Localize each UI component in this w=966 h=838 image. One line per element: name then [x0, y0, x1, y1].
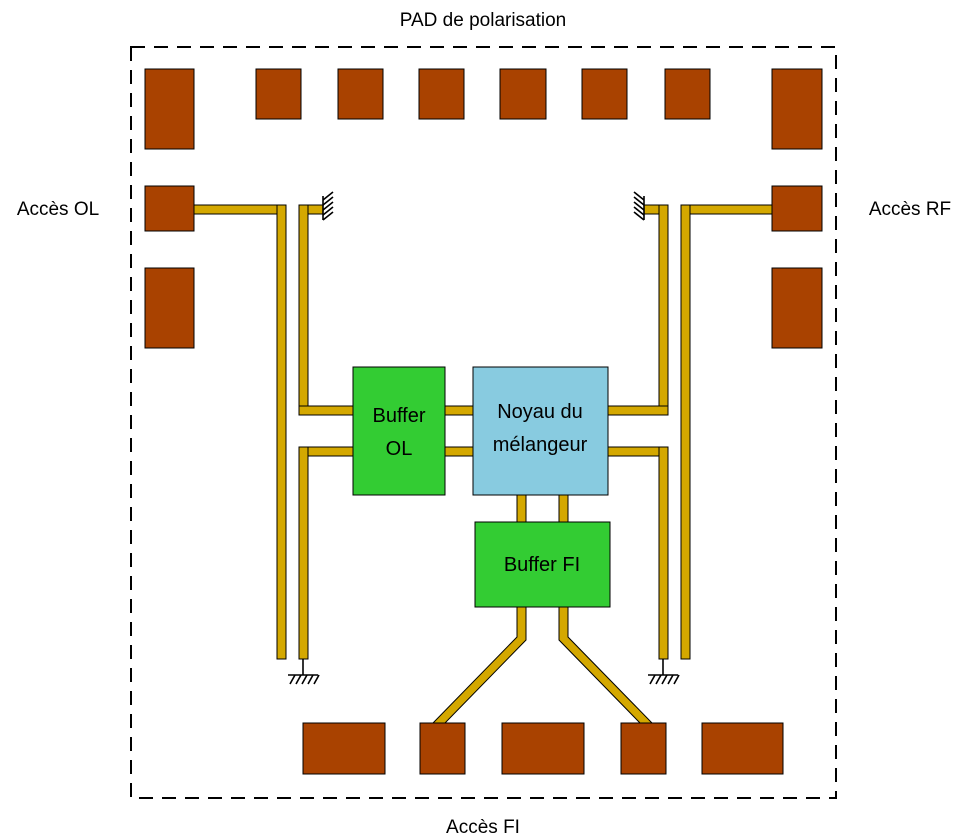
rf-line-vertical [680, 204, 691, 660]
transmission-lines [193, 204, 773, 724]
ground-icon [288, 659, 320, 685]
pad-fi-access-right [620, 722, 667, 775]
buffer-ol-line1: Buffer [373, 405, 426, 427]
mixer-core-block: Noyau du mélangeur [472, 366, 609, 496]
pad-top-1 [255, 68, 302, 120]
label-ol-access: Accès OL [17, 199, 99, 220]
core-to-fi-left [516, 494, 527, 523]
fi-line-left [431, 606, 527, 724]
pad-top-right-corner [771, 68, 823, 150]
pad-rf-access [771, 185, 823, 232]
ol-stub-to-buffer [298, 405, 354, 416]
ground-icon [633, 191, 645, 221]
pad-bottom-5 [701, 722, 784, 775]
pad-bottom-3 [501, 722, 585, 775]
ground-symbols [288, 191, 680, 685]
buffer-fi-block: Buffer FI [474, 521, 611, 608]
fi-line-right [558, 606, 654, 724]
buffer-ol-block: Buffer OL [352, 366, 446, 496]
rf-stub-vertical [658, 204, 669, 416]
ground-icon [648, 659, 680, 685]
label-bias-pads: PAD de polarisation [400, 10, 567, 31]
core-to-fi-right [558, 494, 569, 523]
ol-line-vertical [276, 204, 287, 660]
pad-top-2 [337, 68, 384, 120]
ground-icon [322, 191, 334, 221]
buffer-ol-line2: OL [386, 438, 413, 460]
buffer-fi-label: Buffer FI [504, 554, 580, 576]
ol-stub-vertical [298, 204, 309, 416]
label-rf-access: Accès RF [869, 199, 951, 220]
pad-ol-access [144, 185, 195, 232]
rf-line-horizontal [680, 204, 773, 215]
label-fi-access: Accès FI [446, 817, 520, 838]
pad-fi-access-left [419, 722, 466, 775]
pad-top-3 [418, 68, 465, 120]
pad-left-lower [144, 267, 195, 349]
buffer-to-core-bottom [444, 446, 474, 457]
mixer-core-line2: mélangeur [493, 434, 588, 456]
pads [144, 68, 823, 775]
rf-line2-vertical [658, 446, 669, 660]
ol-line-horizontal [193, 204, 287, 215]
pad-top-left-corner [144, 68, 195, 150]
mixer-core-line1: Noyau du [497, 401, 583, 423]
buffer-to-core-top [444, 405, 474, 416]
pad-top-6 [664, 68, 711, 120]
pad-right-lower [771, 267, 823, 349]
pad-top-5 [581, 68, 628, 120]
pad-bottom-1 [302, 722, 386, 775]
pad-top-4 [499, 68, 547, 120]
chip-boundary [130, 46, 837, 799]
rf-stub-to-core [607, 405, 669, 416]
ol-line2-vertical [298, 446, 309, 660]
